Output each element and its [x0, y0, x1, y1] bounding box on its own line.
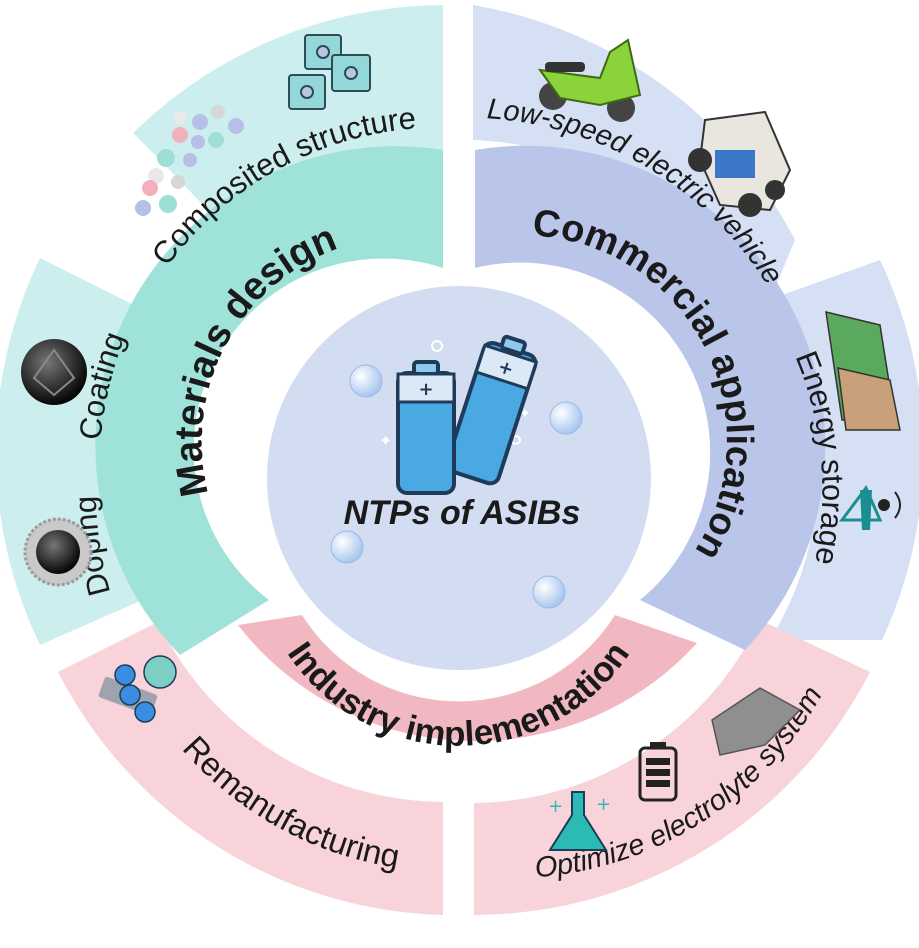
sparkle-1: ✦ — [379, 431, 392, 450]
coating-sphere-icon — [21, 339, 87, 405]
bubble-3 — [330, 530, 364, 564]
inner-ring — [95, 145, 826, 742]
battery-cell-icon — [638, 742, 678, 802]
electrode-icon — [98, 655, 177, 723]
energy-storage-building-icon — [825, 311, 901, 431]
particles-icon — [135, 105, 244, 216]
svg-text:+: + — [596, 794, 611, 815]
wind-turbine-icon — [839, 485, 901, 530]
tuk-tuk-icon — [688, 110, 792, 217]
center-title: NTPs of ASIBs — [344, 494, 581, 532]
cubes-icon — [288, 34, 371, 110]
doping-sphere-icon — [23, 517, 93, 587]
flask-icon: + + — [548, 791, 611, 851]
bubble-4 — [532, 575, 566, 609]
center-hub: ✦ ✦ ✦ + + NTPs of ASIBs — [267, 286, 651, 670]
svg-text:+: + — [548, 796, 563, 817]
inner-segment-materials — [95, 146, 443, 655]
svg-text:+: + — [418, 379, 433, 400]
electrolyte-sheet-icon — [711, 687, 802, 756]
svg-text:+: + — [495, 356, 516, 381]
bubble-2 — [549, 401, 583, 435]
inner-segment-industry — [238, 615, 697, 742]
battery-icon: + + — [396, 334, 539, 495]
scooter-icon — [537, 38, 642, 122]
inner-segment-commercial — [475, 145, 826, 650]
bubble-1 — [349, 364, 383, 398]
